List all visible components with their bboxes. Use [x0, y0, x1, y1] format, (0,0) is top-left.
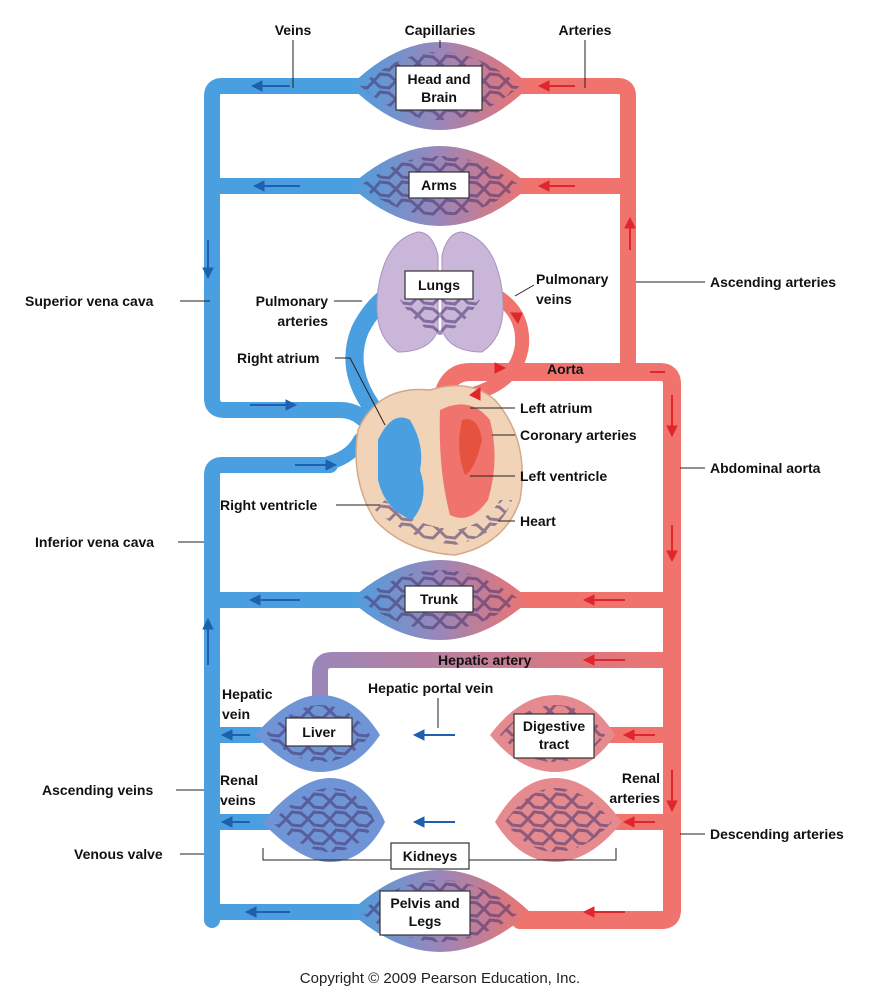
digestive-tract-box	[513, 713, 595, 759]
liver-label: Liver	[302, 724, 336, 740]
pulmonary-veins-label-line2: veins	[536, 291, 572, 307]
descending-arteries-label: Descending arteries	[710, 826, 844, 842]
head-brain-box	[395, 65, 483, 111]
pelvis-legs-box	[379, 890, 471, 936]
ascending-arteries-label: Ascending arteries	[710, 274, 836, 290]
kidneys-label: Kidneys	[403, 848, 458, 864]
pelvis-legs-label-line1: Pelvis and	[390, 895, 459, 911]
inferior-vena-cava-label: Inferior vena cava	[35, 534, 154, 550]
copyright-text: Copyright © 2009 Pearson Education, Inc.	[300, 970, 580, 987]
heart-illustration	[355, 385, 523, 556]
capillaries-label: Capillaries	[405, 22, 476, 38]
renal-veins-label-line1: Renal	[220, 772, 258, 788]
ascending-veins-label: Ascending veins	[42, 782, 153, 798]
flow-arrows	[202, 80, 455, 918]
liver-box	[285, 717, 353, 747]
abdominal-aorta-label: Abdominal aorta	[710, 460, 821, 476]
digestive-tract-label-line1: Digestive	[523, 718, 585, 734]
arteries-label: Arteries	[559, 22, 612, 38]
hepatic-artery-label: Hepatic artery	[438, 652, 532, 668]
lungs-box	[404, 270, 474, 300]
venous-valve-label: Venous valve	[74, 846, 163, 862]
organ-boxes: Head and Brain Arms Lungs Trunk Liver Di…	[262, 65, 617, 936]
hepatic-portal-vein-label: Hepatic portal vein	[368, 680, 493, 696]
renal-veins-label-line2: veins	[220, 792, 256, 808]
aorta-label: Aorta	[547, 361, 584, 377]
lungs-label: Lungs	[418, 277, 460, 293]
digestive-tract-label-line2: tract	[539, 736, 570, 752]
pulmonary-arteries-label-line2: arteries	[277, 313, 328, 329]
pelvis-legs-label-line2: Legs	[409, 913, 442, 929]
hepatic-vein-label-line2: vein	[222, 706, 250, 722]
trunk-label: Trunk	[420, 591, 458, 607]
left-atrium-label: Left atrium	[520, 400, 592, 416]
right-ventricle-label: Right ventricle	[220, 497, 317, 513]
heart-label: Heart	[520, 513, 556, 529]
artery-flow-arrows	[469, 80, 678, 918]
coronary-arteries-label: Coronary arteries	[520, 427, 637, 443]
callout-labels: Veins Capillaries Arteries Superior vena…	[25, 22, 844, 862]
superior-vena-cava-label: Superior vena cava	[25, 293, 154, 309]
renal-arteries-label-line1: Renal	[622, 770, 660, 786]
arms-box	[408, 171, 470, 199]
pulmonary-veins-label-line1: Pulmonary	[536, 271, 609, 287]
kidneys-box	[390, 842, 470, 870]
arms-label: Arms	[421, 177, 457, 193]
head-brain-label-line1: Head and	[407, 71, 470, 87]
trunk-box	[404, 585, 474, 613]
right-atrium-label: Right atrium	[237, 350, 319, 366]
pulmonary-arteries-label-line1: Pulmonary	[256, 293, 329, 309]
veins-label: Veins	[275, 22, 312, 38]
renal-arteries-label-line2: arteries	[609, 790, 660, 806]
left-ventricle-label: Left ventricle	[520, 468, 607, 484]
head-brain-label-line2: Brain	[421, 89, 457, 105]
hepatic-vein-label-line1: Hepatic	[222, 686, 273, 702]
